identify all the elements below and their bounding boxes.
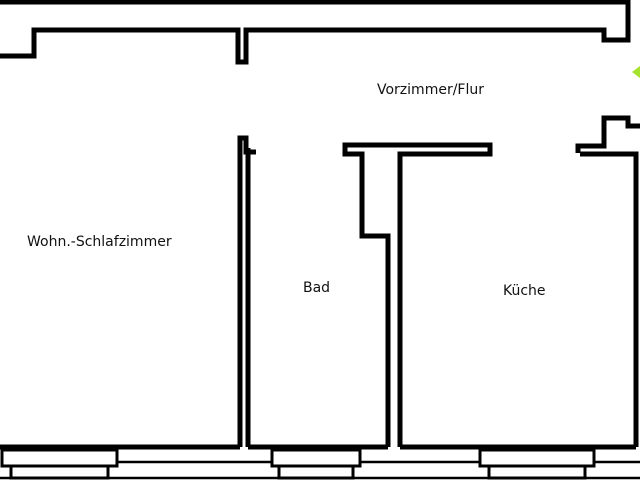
- outer-wall-top: [0, 0, 631, 65]
- room-label-bath: Bad: [303, 280, 331, 296]
- room-label-kitchen: Küche: [503, 283, 546, 299]
- room-label-living: Wohn.-Schlafzimmer: [27, 234, 172, 250]
- window-kitchen: [478, 448, 596, 468]
- entrance-arrow-icon: [632, 66, 640, 78]
- window-bath: [270, 448, 362, 468]
- bath-shaft-wall: [342, 142, 493, 447]
- window-living-sill: [9, 464, 110, 480]
- kitchen-right-wall: [575, 115, 640, 153]
- window-bath-sill: [277, 464, 355, 480]
- kitchen-east-wall: [580, 151, 639, 447]
- window-kitchen-sill: [487, 464, 587, 480]
- window-living: [0, 448, 119, 468]
- room-label-hallway: Vorzimmer/Flur: [377, 82, 484, 98]
